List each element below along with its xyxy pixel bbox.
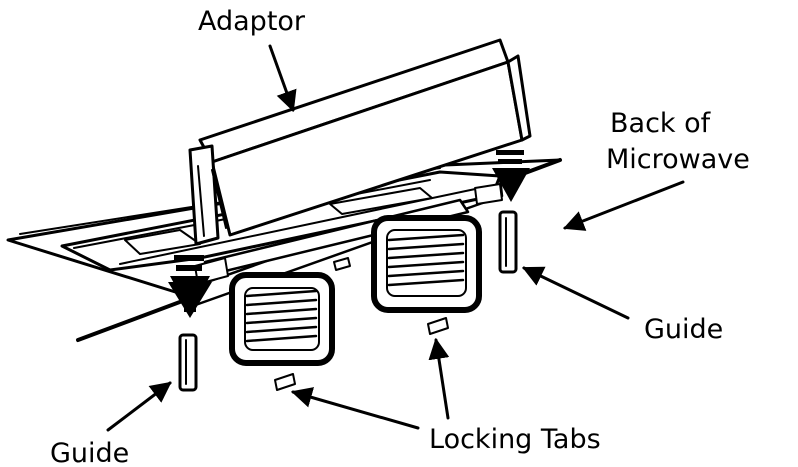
guide-right-leader-arrow <box>522 266 630 320</box>
locking-tab-right <box>427 317 449 335</box>
down-arrow-right <box>492 150 530 202</box>
back-of-microwave-label-line1: Back of <box>610 108 712 139</box>
guide-left-leader-arrow <box>106 381 172 432</box>
adaptor-panel <box>188 38 532 246</box>
guide-left <box>178 333 198 392</box>
locking-tabs-label: Locking Tabs <box>429 424 601 455</box>
guide-left-label: Guide <box>50 438 129 467</box>
adaptor-leader-arrow <box>268 44 297 112</box>
down-arrow-left <box>168 255 212 318</box>
right-vent <box>371 215 482 313</box>
locking-tab-top <box>333 257 351 271</box>
guide-right <box>498 210 518 274</box>
back-of-microwave-label-line2: Microwave <box>606 144 750 175</box>
left-vent <box>229 272 335 366</box>
locking-tab-left <box>274 373 296 391</box>
locking-tabs-leader-arrows <box>290 337 450 430</box>
back-of-microwave-leader-arrow <box>563 180 685 231</box>
adaptor-label: Adaptor <box>198 6 306 37</box>
guide-right-label: Guide <box>644 314 723 345</box>
